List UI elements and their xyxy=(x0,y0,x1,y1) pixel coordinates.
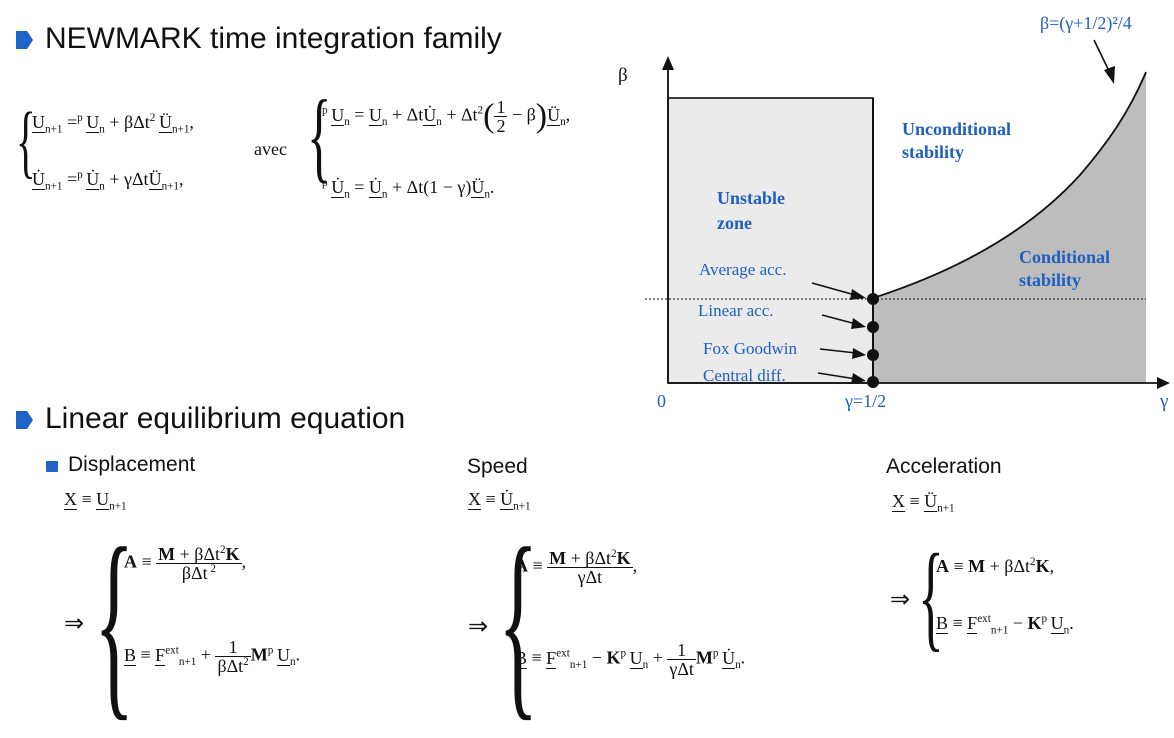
implies-arrow-icon: ⇒ xyxy=(468,614,489,640)
origin-label: 0 xyxy=(657,391,666,411)
displacement-heading: Displacement xyxy=(68,453,196,476)
arrow-head-icon xyxy=(852,348,866,359)
implies-arrow-icon: ⇒ xyxy=(890,587,911,613)
fox-goodwin-pointer xyxy=(819,348,857,354)
speed-heading: Speed xyxy=(467,455,528,478)
linear-acc-dot xyxy=(867,321,879,333)
conditional-stability-region xyxy=(873,72,1146,383)
square-bullet-icon xyxy=(46,461,58,472)
central-diff-dot xyxy=(867,376,879,388)
left-brace: { xyxy=(16,95,36,186)
arrow-bullet-icon xyxy=(16,31,33,49)
stability-diagram xyxy=(645,39,1170,389)
newmark-eq-velocity: U̇n+1 =p U̇n + γΔtÜn+1, xyxy=(32,169,184,193)
arrow-head-icon xyxy=(850,289,866,300)
acceleration-b-eq: B ≡ Fextn+1 − Kp Un. xyxy=(936,613,1074,637)
beta-axis-label: β xyxy=(618,65,628,86)
average-acc-pointer xyxy=(811,282,856,296)
avec-word: avec xyxy=(254,139,287,159)
average-acc-dot xyxy=(867,293,879,305)
stability-limit-curve xyxy=(872,71,1147,299)
left-brace: { xyxy=(918,529,944,662)
scheme-average-acc: Average acc. xyxy=(699,260,787,279)
central-diff-pointer xyxy=(817,372,857,380)
acceleration-x-def: X ≡ Ün+1 xyxy=(892,491,955,515)
acceleration-a-eq: A ≡ M + βΔt2K, xyxy=(936,556,1055,576)
scheme-central-diff: Central diff. xyxy=(703,366,786,385)
curve-label-pointer xyxy=(1093,39,1111,74)
fox-goodwin-dot xyxy=(867,349,879,361)
acceleration-heading: Acceleration xyxy=(886,455,1002,478)
arrow-head-icon xyxy=(1104,66,1115,84)
linear-acc-pointer xyxy=(821,314,857,325)
displacement-x-def: X ≡ Un+1 xyxy=(64,489,127,513)
predictor-eq-velocity: p U̇n = U̇n + Δt(1 − γ)Ün. xyxy=(322,177,495,201)
implies-arrow-icon: ⇒ xyxy=(64,611,85,637)
unstable-zone-region xyxy=(667,97,874,384)
gamma-axis-label: γ xyxy=(1160,391,1169,412)
left-brace: { xyxy=(94,506,135,738)
scheme-linear-acc: Linear acc. xyxy=(698,301,774,320)
gamma-axis-arrow-icon xyxy=(1157,377,1170,389)
arrow-bullet-icon xyxy=(16,411,33,429)
speed-x-def: X ≡ U̇n+1 xyxy=(468,489,531,513)
gamma-half-label: γ=1/2 xyxy=(845,391,887,411)
arrow-head-icon xyxy=(851,318,866,329)
heading-linear-equilibrium: Linear equilibrium equation xyxy=(45,402,406,435)
beta-axis-arrow-icon xyxy=(662,56,674,70)
left-brace: { xyxy=(498,506,539,738)
scheme-fox-goodwin: Fox Goodwin xyxy=(703,339,797,358)
heading-newmark: NEWMARK time integration family xyxy=(45,22,502,55)
newmark-eq-displacement: Un+1 =p Un + βΔt2 Ün+1, xyxy=(32,112,194,136)
arrow-head-icon xyxy=(851,373,866,384)
left-brace: { xyxy=(307,80,332,193)
curve-formula-label: β=(γ+1/2)²/4 xyxy=(1040,13,1132,33)
